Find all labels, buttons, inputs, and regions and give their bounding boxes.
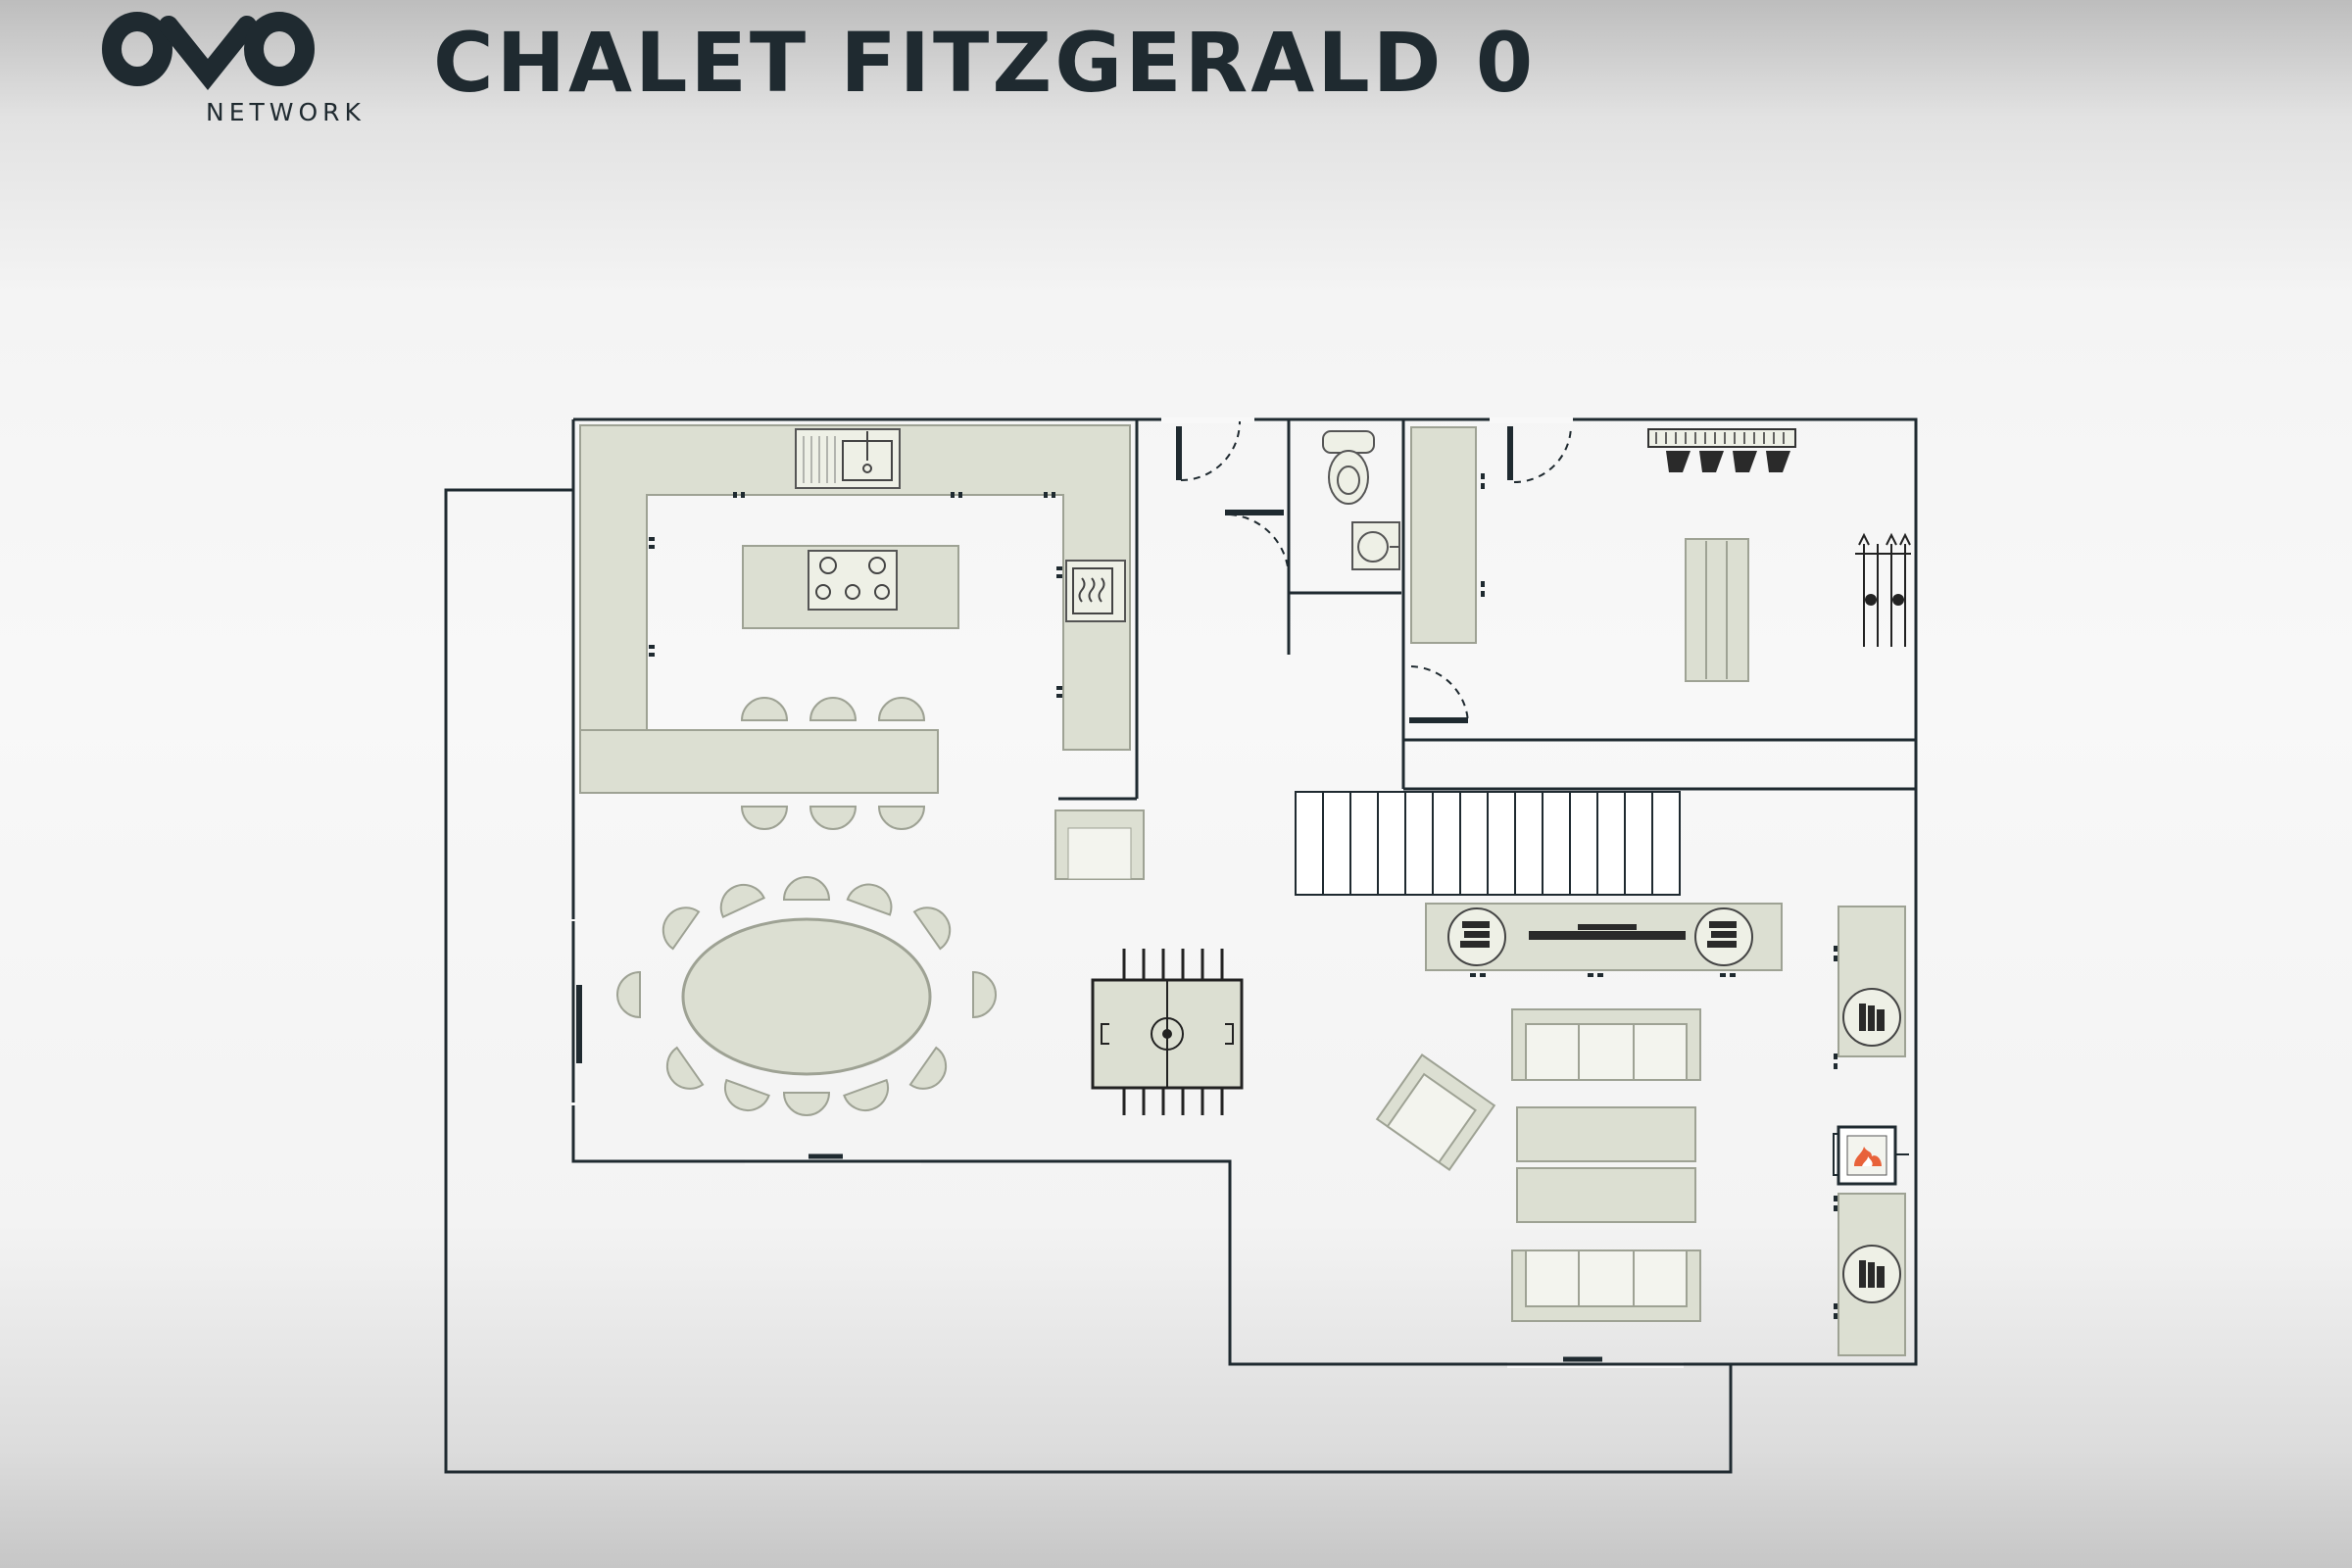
dining-table-icon bbox=[616, 876, 997, 1116]
brand-logo: NETWORK bbox=[98, 8, 361, 126]
armchair-kitchen bbox=[1054, 809, 1145, 880]
doors bbox=[1180, 420, 1572, 724]
washbasin-icon bbox=[1351, 521, 1400, 570]
ski-rack-icon bbox=[1855, 532, 1911, 647]
sofa-icon bbox=[1511, 1008, 1701, 1081]
tv-icon bbox=[1529, 924, 1686, 940]
ovo-logo-icon bbox=[102, 12, 315, 91]
shelf-upper bbox=[1834, 906, 1906, 1069]
books-icon bbox=[1447, 907, 1506, 966]
windows bbox=[571, 921, 1684, 1366]
bar-stools bbox=[740, 697, 926, 830]
oven-icon bbox=[1065, 560, 1126, 622]
sink-icon bbox=[795, 428, 901, 489]
breakfast-bar bbox=[579, 729, 939, 794]
brand-wordmark: NETWORK bbox=[206, 98, 366, 126]
bench-icon bbox=[1685, 538, 1749, 682]
sofa-icon bbox=[1511, 1250, 1701, 1322]
tv-console bbox=[1425, 903, 1783, 977]
books-icon bbox=[1694, 907, 1753, 966]
walls bbox=[444, 417, 1918, 1474]
books-icon bbox=[1842, 988, 1901, 1047]
toilet-icon bbox=[1322, 430, 1375, 505]
cooktop-icon bbox=[808, 550, 898, 611]
coffee-table bbox=[1516, 1167, 1696, 1223]
armchair-icon bbox=[1375, 1054, 1496, 1171]
coffee-table bbox=[1516, 1106, 1696, 1162]
ski-boot-dryer-icon bbox=[1647, 428, 1796, 472]
storage-cabinet bbox=[1410, 426, 1485, 644]
foosball-table-icon bbox=[1091, 949, 1244, 1115]
kitchen-sockets bbox=[649, 492, 1062, 698]
stairs-icon bbox=[1295, 791, 1681, 896]
door-leaves bbox=[1176, 426, 1513, 723]
fireplace-icon bbox=[1833, 1125, 1909, 1186]
shelf-lower bbox=[1834, 1193, 1906, 1356]
books-icon bbox=[1842, 1245, 1901, 1303]
page-title: CHALET FITZGERALD 0 bbox=[433, 15, 1537, 111]
